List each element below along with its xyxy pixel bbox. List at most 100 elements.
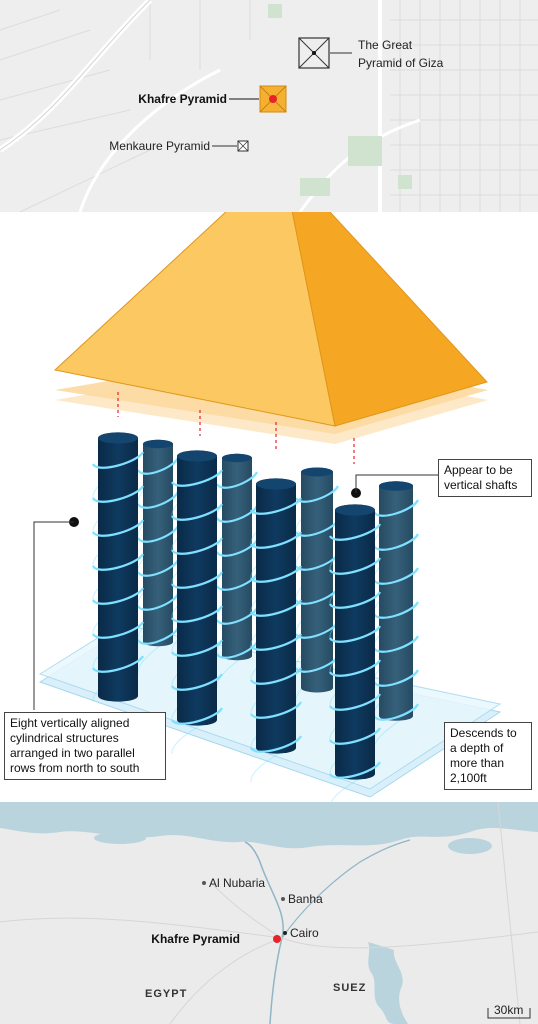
column-front-2-spiral-front bbox=[171, 639, 223, 657]
column-back-3-cap bbox=[301, 467, 333, 477]
column-back-2-spiral-front bbox=[216, 641, 258, 659]
column-front-4-spiral-front bbox=[329, 557, 381, 575]
column-back-4 bbox=[373, 481, 419, 751]
column-front-2-cap bbox=[177, 450, 217, 462]
column-back-1-spiral-front bbox=[137, 491, 179, 509]
column-back-1 bbox=[137, 439, 179, 675]
callout-shafts bbox=[351, 474, 438, 498]
structures-note: Eight vertically aligned cylindrical str… bbox=[4, 712, 166, 780]
banha-dot bbox=[281, 897, 285, 901]
diagram-svg bbox=[33, 212, 502, 802]
column-front-4-spiral-front bbox=[329, 727, 381, 745]
column-back-1-spiral-front bbox=[137, 457, 179, 475]
column-front-2-spiral-front bbox=[171, 605, 223, 623]
menkaure-pyramid-label: Menkaure Pyramid bbox=[109, 139, 210, 153]
column-front-2-spiral-front bbox=[171, 537, 223, 555]
al-nubaria-dot bbox=[202, 881, 206, 885]
column-front-2-spiral-front bbox=[171, 469, 223, 487]
khafre-pyramid-illustration bbox=[53, 212, 488, 427]
column-back-4-body bbox=[379, 481, 413, 721]
suez-water bbox=[368, 942, 408, 1024]
column-back-2-spiral-front bbox=[216, 539, 258, 557]
depth-note: Descends to a depth of more than 2,100ft bbox=[444, 722, 532, 790]
column-front-1-spiral-front bbox=[92, 451, 144, 469]
column-back-4-spiral-front bbox=[373, 499, 419, 517]
scale-label: 30km bbox=[494, 1003, 523, 1017]
khafre-location-marker bbox=[273, 935, 281, 943]
column-back-2-spiral-front bbox=[216, 607, 258, 625]
column-front-3-spiral-front bbox=[250, 531, 302, 549]
column-back-3 bbox=[295, 467, 339, 703]
khafre-pyramid-marker bbox=[229, 85, 287, 113]
column-front-3-cap bbox=[256, 478, 296, 490]
nile-and-roads bbox=[0, 802, 538, 1024]
column-front-2 bbox=[171, 450, 223, 755]
column-front-1 bbox=[92, 432, 144, 703]
lake-mariout bbox=[94, 832, 146, 844]
column-front-1-spiral-front bbox=[92, 655, 144, 673]
egypt-region-map: Al Nubaria Banha Cairo Khafre Pyramid EG… bbox=[0, 802, 538, 1024]
column-back-4-spiral-front bbox=[373, 635, 419, 653]
column-front-3-spiral-front bbox=[250, 667, 302, 685]
column-front-3-spiral-front bbox=[250, 599, 302, 617]
green-areas bbox=[268, 4, 412, 196]
callout-structures bbox=[33, 517, 79, 710]
column-front-2-spiral-front bbox=[171, 707, 223, 725]
column-front-1-spiral-front bbox=[92, 485, 144, 503]
column-back-1-cap bbox=[143, 439, 173, 449]
cylindrical-structures bbox=[92, 432, 419, 802]
giza-plateau-map: The Great Pyramid of Giza Khafre Pyramid… bbox=[0, 0, 538, 212]
column-front-4 bbox=[329, 504, 381, 802]
lake-manzala bbox=[448, 838, 492, 854]
column-front-4-spiral-front bbox=[329, 659, 381, 677]
shafts-note: Appear to be vertical shafts bbox=[438, 459, 532, 497]
column-front-2-spiral-front bbox=[171, 673, 223, 691]
urban-area bbox=[0, 0, 538, 212]
column-back-2-cap bbox=[222, 453, 252, 463]
cairo-label: Cairo bbox=[290, 926, 319, 940]
scale-bar bbox=[487, 1008, 531, 1019]
drop-lines bbox=[117, 392, 355, 464]
column-back-3-body bbox=[301, 467, 333, 693]
column-back-4-spiral-front bbox=[373, 567, 419, 585]
column-front-4-spiral-front bbox=[329, 693, 381, 711]
column-back-2-body bbox=[222, 453, 252, 661]
great-pyramid-marker bbox=[298, 37, 352, 69]
column-front-4-spiral-front bbox=[329, 625, 381, 643]
suez-label: SUEZ bbox=[333, 982, 366, 994]
column-back-2-spiral-front bbox=[216, 505, 258, 523]
column-front-4-spiral-front bbox=[329, 761, 381, 779]
column-front-1-spiral-front bbox=[92, 621, 144, 639]
khafre-map-label: Khafre Pyramid bbox=[151, 932, 240, 946]
column-back-1-body bbox=[143, 439, 173, 647]
menkaure-pyramid-marker bbox=[212, 140, 249, 152]
column-back-2 bbox=[216, 453, 258, 689]
column-front-3 bbox=[250, 478, 302, 783]
column-front-2-spiral-front bbox=[171, 503, 223, 521]
roads bbox=[0, 0, 421, 212]
column-front-1-cap bbox=[98, 432, 138, 444]
cairo-dot bbox=[283, 931, 287, 935]
great-pyramid-label-line2: Pyramid of Giza bbox=[358, 56, 444, 70]
column-front-3-spiral-front bbox=[250, 633, 302, 651]
egypt-map-svg: Al Nubaria Banha Cairo Khafre Pyramid EG… bbox=[0, 802, 538, 1024]
column-back-4-spiral-front bbox=[373, 669, 419, 687]
al-nubaria-label: Al Nubaria bbox=[209, 876, 265, 890]
column-front-4-spiral-front bbox=[329, 591, 381, 609]
column-back-4-cap bbox=[379, 481, 413, 491]
column-front-4-cap bbox=[335, 504, 375, 516]
column-front-3-spiral-front bbox=[250, 735, 302, 753]
column-front-4-spiral-front bbox=[329, 523, 381, 541]
column-front-1-spiral-front bbox=[92, 553, 144, 571]
column-front-1-spiral-front bbox=[92, 587, 144, 605]
column-back-1-spiral-front bbox=[137, 627, 179, 645]
giza-map-svg: The Great Pyramid of Giza Khafre Pyramid… bbox=[0, 0, 538, 212]
column-front-2-spiral-front bbox=[171, 571, 223, 589]
great-pyramid-label-line1: The Great bbox=[358, 38, 413, 52]
column-back-3-spiral-front bbox=[295, 485, 339, 503]
khafre-pyramid-label: Khafre Pyramid bbox=[138, 92, 227, 106]
column-front-3-spiral-front bbox=[250, 701, 302, 719]
egypt-label: EGYPT bbox=[145, 988, 187, 1000]
banha-label: Banha bbox=[288, 892, 323, 906]
column-front-3-spiral-front bbox=[250, 497, 302, 515]
